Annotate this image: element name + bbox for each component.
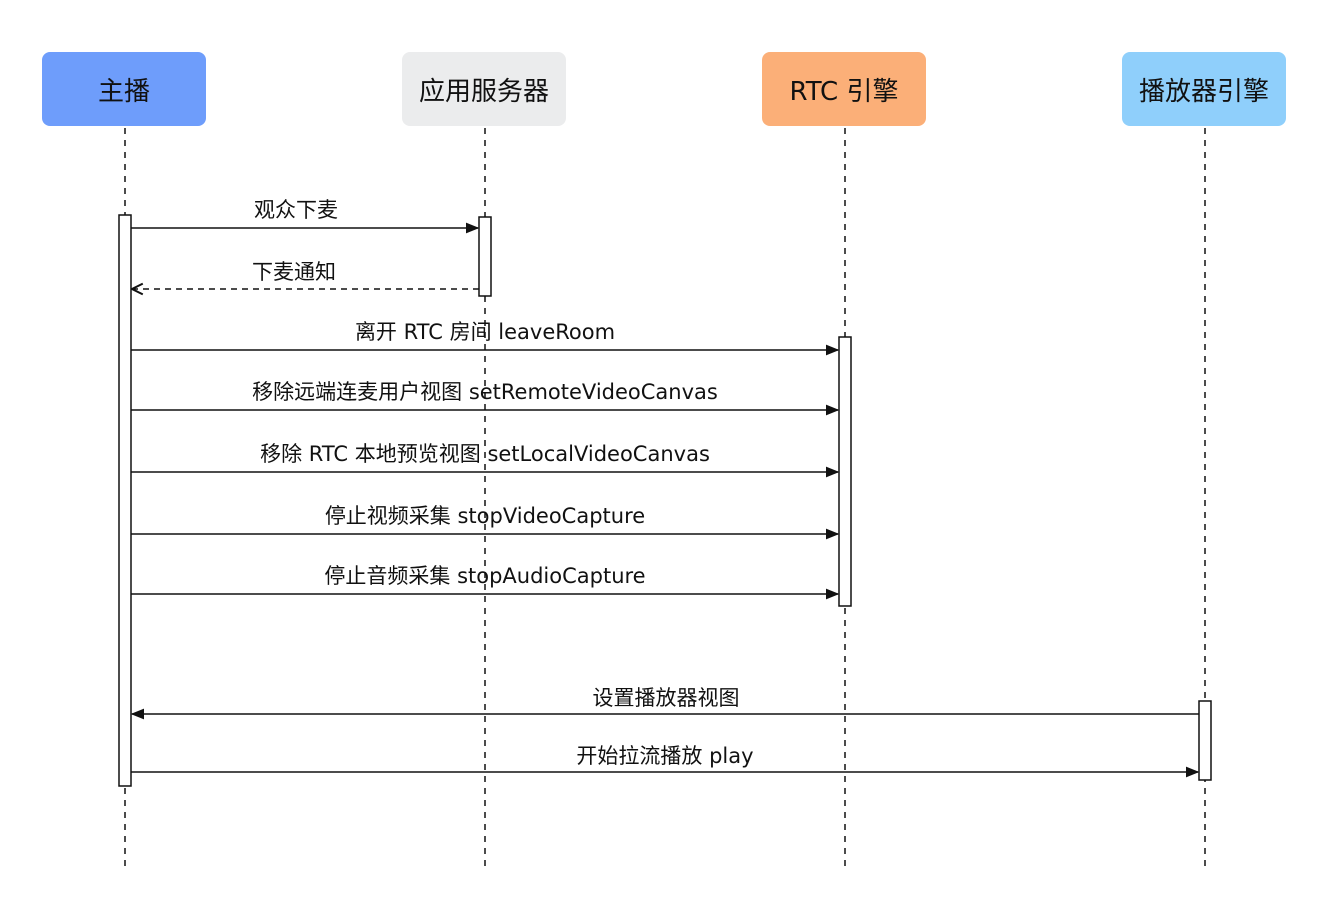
participant-rtc: RTC 引擎: [762, 52, 926, 126]
participant-server: 应用服务器: [402, 52, 566, 126]
message-label-5: 停止视频采集 stopVideoCapture: [324, 504, 646, 528]
message-label-3: 移除远端连麦用户视图 setRemoteVideoCanvas: [252, 380, 718, 404]
activation-rtc: [838, 336, 852, 607]
participant-player: 播放器引擎: [1122, 52, 1286, 126]
participant-server-label: 应用服务器: [418, 76, 549, 107]
message-label-7: 设置播放器视图: [592, 686, 740, 710]
message-label-6: 停止音频采集 stopAudioCapture: [324, 564, 646, 588]
message-label-8: 开始拉流播放 play: [576, 744, 754, 768]
participant-host-label: 主播: [97, 76, 150, 107]
message-label-1: 下麦通知: [252, 260, 336, 284]
activation-player: [1198, 700, 1212, 781]
participant-player-label: 播放器引擎: [1138, 76, 1269, 107]
activation-host: [118, 214, 132, 787]
participant-rtc-label: RTC 引擎: [789, 76, 899, 107]
message-label-0: 观众下麦: [254, 198, 338, 222]
participant-host: 主播: [42, 52, 206, 126]
activation-server: [478, 216, 492, 297]
message-label-4: 移除 RTC 本地预览视图 setLocalVideoCanvas: [260, 442, 710, 466]
message-label-2: 离开 RTC 房间 leaveRoom: [354, 320, 616, 344]
